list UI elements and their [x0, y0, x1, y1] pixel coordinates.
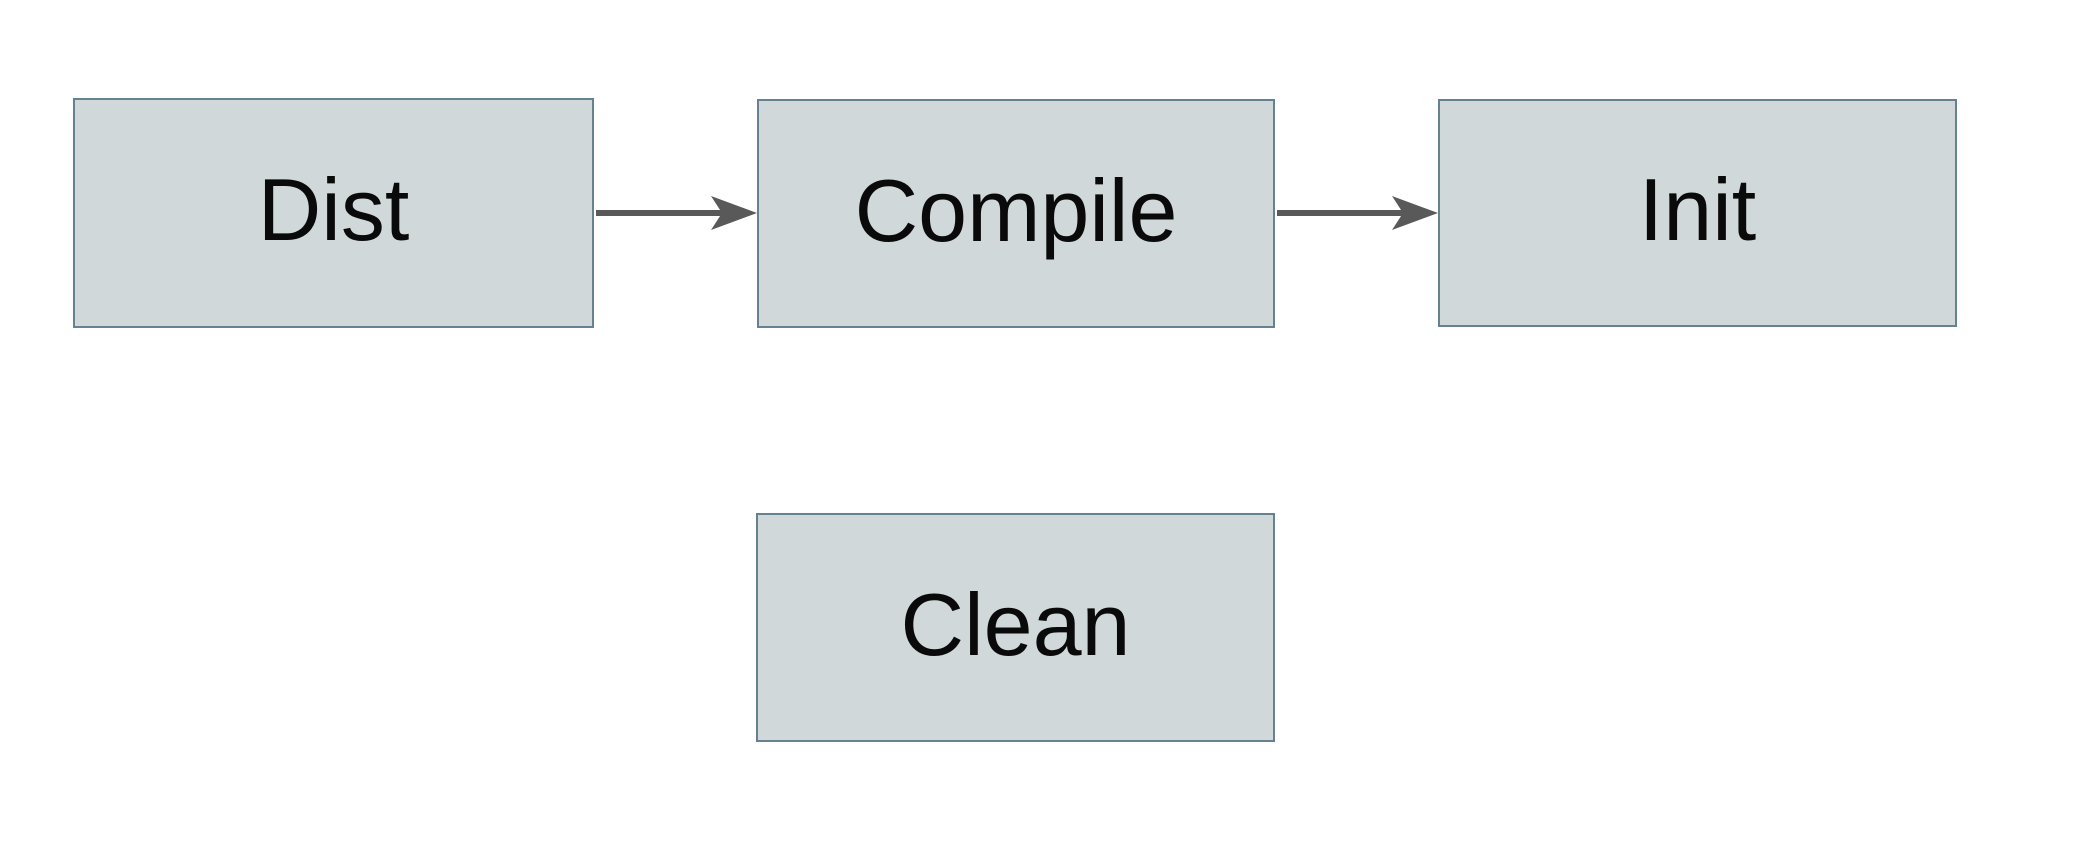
arrow-dist-to-compile[interactable] [596, 196, 757, 230]
node-dist[interactable]: Dist [73, 98, 594, 328]
node-init-label: Init [1638, 160, 1757, 259]
node-clean[interactable]: Clean [756, 513, 1275, 742]
node-compile-label: Compile [854, 160, 1178, 260]
arrow-compile-to-init[interactable] [1277, 196, 1438, 230]
node-clean-label: Clean [900, 574, 1131, 674]
node-dist-label: Dist [257, 160, 410, 259]
node-init[interactable]: Init [1438, 99, 1957, 327]
node-compile[interactable]: Compile [757, 99, 1275, 328]
